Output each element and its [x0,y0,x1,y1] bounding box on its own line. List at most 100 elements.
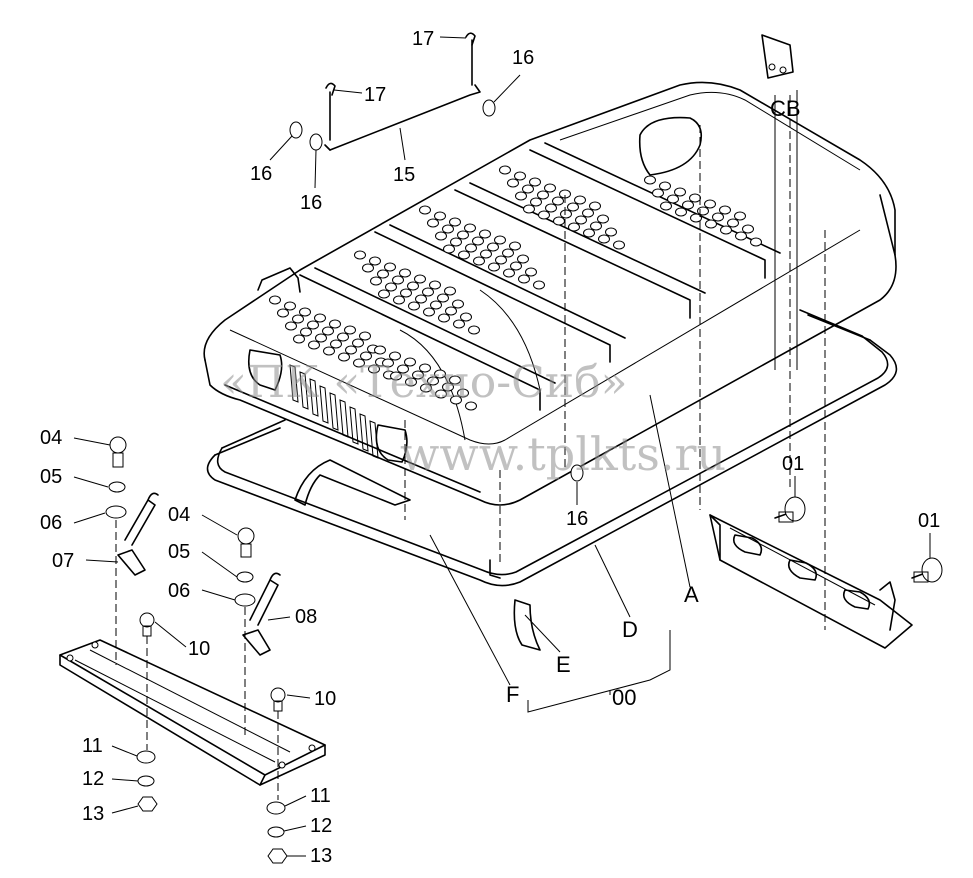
label-01-b: 01 [918,510,940,532]
grille-slot [289,364,299,403]
screw-04-b [237,527,255,558]
vent-hole [689,193,701,203]
label-a: A [684,582,699,607]
vent-hole [393,295,405,305]
vent-hole [537,190,549,200]
washer-12-b [267,826,285,838]
vent-hole [314,313,326,323]
vent-hole [514,171,526,181]
vent-hole [660,201,672,211]
grille-slot [329,392,339,431]
vent-hole [404,357,416,367]
vent-hole [419,363,431,373]
vent-hole [510,261,522,271]
label-16-d: 16 [566,508,588,530]
vent-hole [495,255,507,265]
washer-16-b [289,121,303,139]
vent-hole [353,358,365,368]
latch-07 [117,492,159,576]
vent-hole [308,340,320,350]
grille-slot [339,399,349,438]
right-support-bracket [709,514,913,649]
vent-hole [522,184,534,194]
seal-ring [206,309,898,587]
label-08: 08 [295,606,317,628]
vent-hole [442,224,454,234]
vent-hole [458,250,470,260]
washer-12-a [137,775,155,787]
front-grille [247,349,408,463]
vent-hole [423,307,435,317]
vent-hole [487,242,499,252]
grille-slot [349,406,359,445]
vent-hole [277,308,289,318]
washer-16-c [309,133,323,151]
label-16-b: 16 [250,163,272,185]
label-04-b: 04 [168,504,190,526]
vent-hole [552,196,564,206]
vent-hole [479,229,491,239]
nut-13-b [267,848,288,864]
vent-hole [400,288,412,298]
vent-hole [374,345,386,355]
vent-hole [422,287,434,297]
left-latch-plate [59,639,326,786]
vent-hole [742,224,754,234]
vent-hole [460,312,472,322]
vent-hole [390,371,402,381]
vent-hole [597,214,609,224]
vent-hole [385,282,397,292]
washer-06-b [234,593,256,607]
vent-hole [419,205,431,215]
vent-hole [465,401,477,411]
grille-slot [369,420,379,459]
vent-hole [437,293,449,303]
pin-17-a [465,32,476,46]
vent-hole [322,326,334,336]
vent-hole [307,320,319,330]
grille-slot [299,371,309,410]
vent-hole [429,280,441,290]
vent-hole [330,339,342,349]
label-06-a: 06 [40,512,62,534]
label-16-a: 16 [512,47,534,69]
vent-hole [704,199,716,209]
hood-handle [257,267,301,293]
vent-hole [457,388,469,398]
vent-hole [450,395,462,405]
label-cb: CB [770,96,801,121]
vent-hole [449,375,461,385]
vent-hole [494,235,506,245]
vent-hole [378,289,390,299]
part-labels: 17 17 16 16 16 15 CB 16 01 01 A D E F 00… [40,28,940,867]
vent-hole [369,256,381,266]
vent-hole [644,175,656,185]
watermark-company: «ПК «Техно-Сиб» [220,357,628,408]
bolt-10-a [139,612,155,637]
label-16-c: 16 [300,192,322,214]
vent-hole [443,244,455,254]
vent-hole [553,216,565,226]
label-01-a: 01 [782,453,804,475]
vent-hole [568,222,580,232]
screw-04-a [109,436,127,468]
washer-16-a [482,99,496,117]
vent-hole [574,195,586,205]
washer-11-a [136,750,156,764]
vent-hole [523,204,535,214]
vent-hole [420,383,432,393]
vent-hole [589,201,601,211]
vent-hole [605,227,617,237]
label-04-a: 04 [40,427,62,449]
vent-hole [613,240,625,250]
label-17-b: 17 [364,84,386,106]
vent-hole [525,267,537,277]
vent-hole [705,219,717,229]
vent-hole [412,370,424,380]
label-d: D [622,617,638,642]
label-06-b: 06 [168,580,190,602]
vent-hole [502,248,514,258]
vent-hole [450,237,462,247]
vent-hole [285,321,297,331]
vent-hole [538,210,550,220]
